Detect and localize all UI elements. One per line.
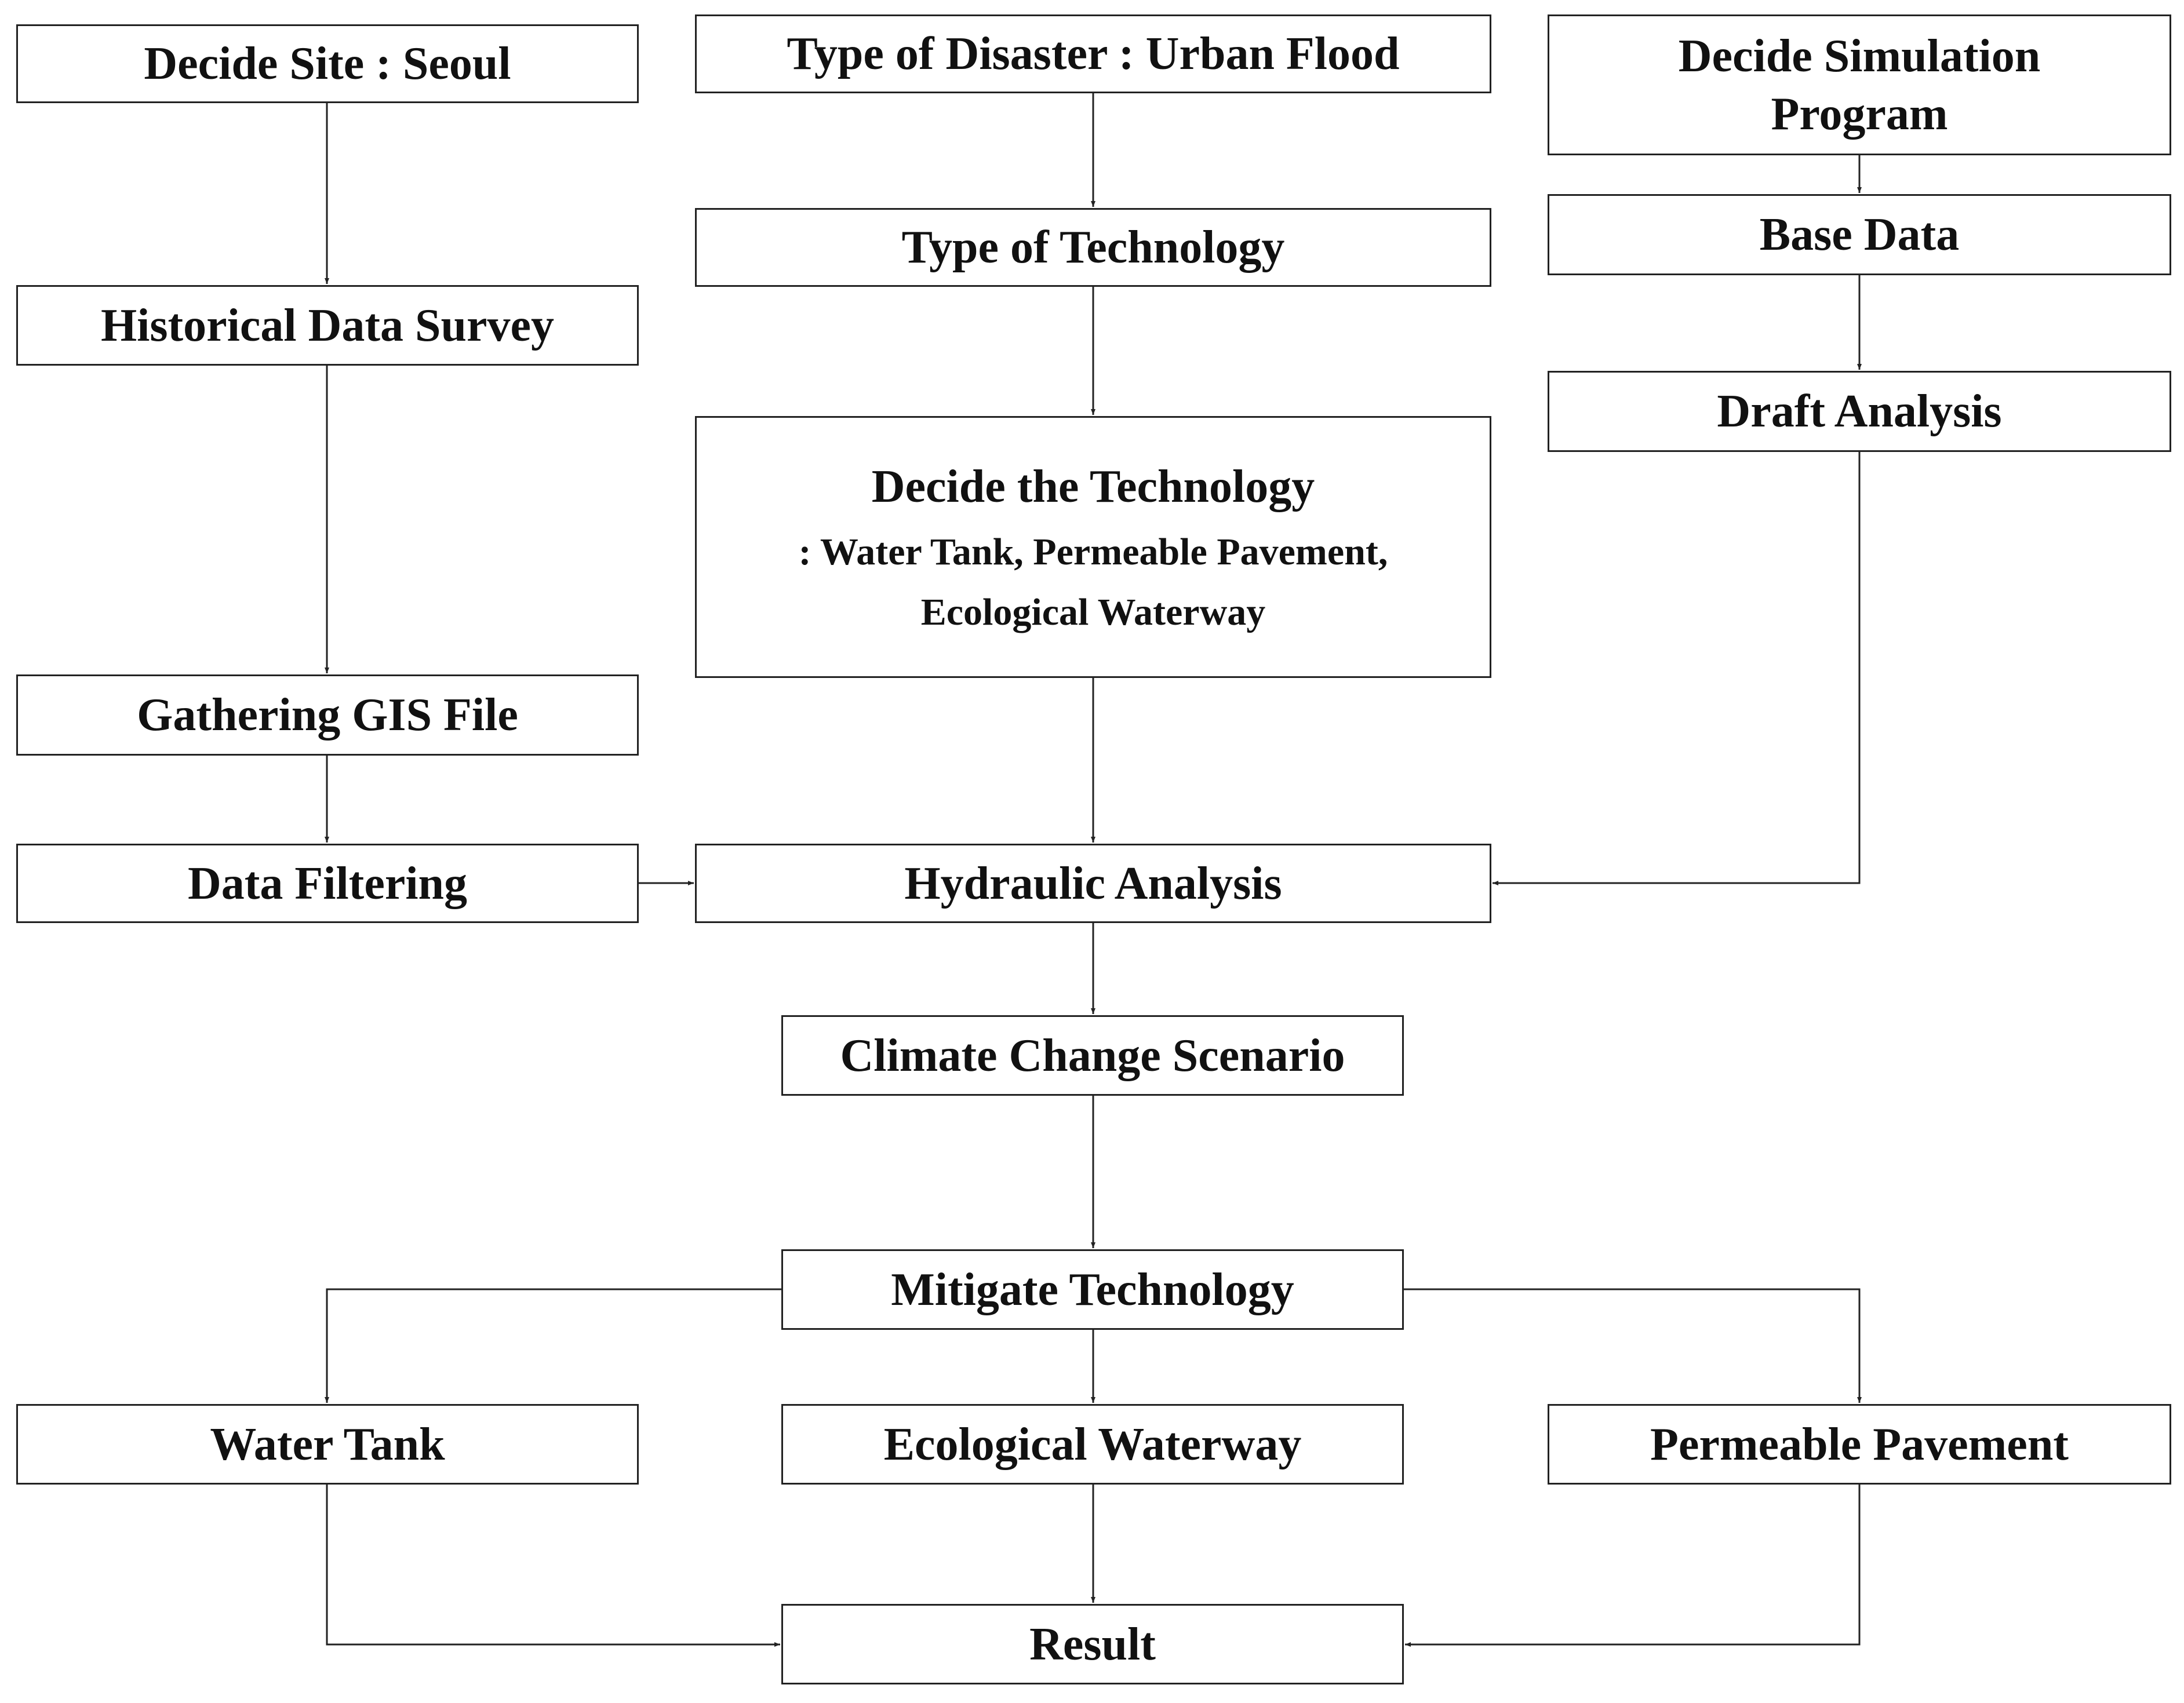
node-label: Permeable Pavement	[1650, 1418, 2069, 1470]
node-label: Result	[1029, 1618, 1156, 1670]
node-climate-change-scenario: Climate Change Scenario	[781, 1015, 1404, 1096]
node-detail-line-2: Ecological Waterway	[920, 591, 1266, 633]
node-hydraulic-analysis: Hydraulic Analysis	[695, 844, 1491, 923]
node-data-filtering: Data Filtering	[16, 844, 639, 923]
arrow-water-tank-to-result	[326, 1485, 780, 1647]
node-label: Draft Analysis	[1717, 386, 2002, 437]
arrow-draft-to-hydraulic	[1493, 452, 1861, 885]
node-title: Decide the Technology	[871, 461, 1315, 512]
node-label: Water Tank	[210, 1418, 445, 1470]
node-permeable-pavement: Permeable Pavement	[1548, 1404, 2171, 1485]
arrow-mitigate-to-permeable	[1404, 1288, 1862, 1403]
node-label: Base Data	[1759, 209, 1960, 260]
node-label: Data Filtering	[187, 858, 468, 909]
node-draft-analysis: Draft Analysis	[1548, 371, 2171, 452]
node-mitigate-technology: Mitigate Technology	[781, 1249, 1404, 1330]
node-water-tank: Water Tank	[16, 1404, 639, 1485]
node-label: Type of Disaster : Urban Flood	[787, 28, 1400, 79]
node-label: Climate Change Scenario	[840, 1030, 1345, 1081]
node-label: Historical Data Survey	[100, 300, 555, 351]
node-gathering-gis-file: Gathering GIS File	[16, 674, 639, 756]
node-decide-the-technology: Decide the Technology : Water Tank, Perm…	[695, 416, 1491, 678]
node-ecological-waterway: Ecological Waterway	[781, 1404, 1404, 1485]
arrow-mitigate-to-water-tank	[325, 1288, 781, 1403]
node-type-of-disaster: Type of Disaster : Urban Flood	[695, 14, 1491, 93]
node-label: Mitigate Technology	[891, 1264, 1294, 1315]
node-result: Result	[781, 1604, 1404, 1684]
node-label: Hydraulic Analysis	[904, 858, 1282, 909]
node-label: Decide Site : Seoul	[144, 38, 511, 89]
node-label: Type of Technology	[901, 222, 1285, 273]
node-label: Gathering GIS File	[137, 690, 518, 741]
node-decide-simulation-program: Decide Simulation Program	[1548, 14, 2171, 155]
node-decide-site: Decide Site : Seoul	[16, 24, 639, 103]
node-label: Decide Simulation Program	[1678, 30, 2041, 140]
node-historical-data-survey: Historical Data Survey	[16, 285, 639, 366]
node-detail-line-1: : Water Tank, Permeable Pavement,	[798, 530, 1388, 573]
node-base-data: Base Data	[1548, 194, 2171, 275]
arrow-permeable-to-result	[1405, 1485, 1861, 1647]
node-type-of-technology: Type of Technology	[695, 208, 1491, 287]
node-label: Ecological Waterway	[883, 1418, 1302, 1470]
